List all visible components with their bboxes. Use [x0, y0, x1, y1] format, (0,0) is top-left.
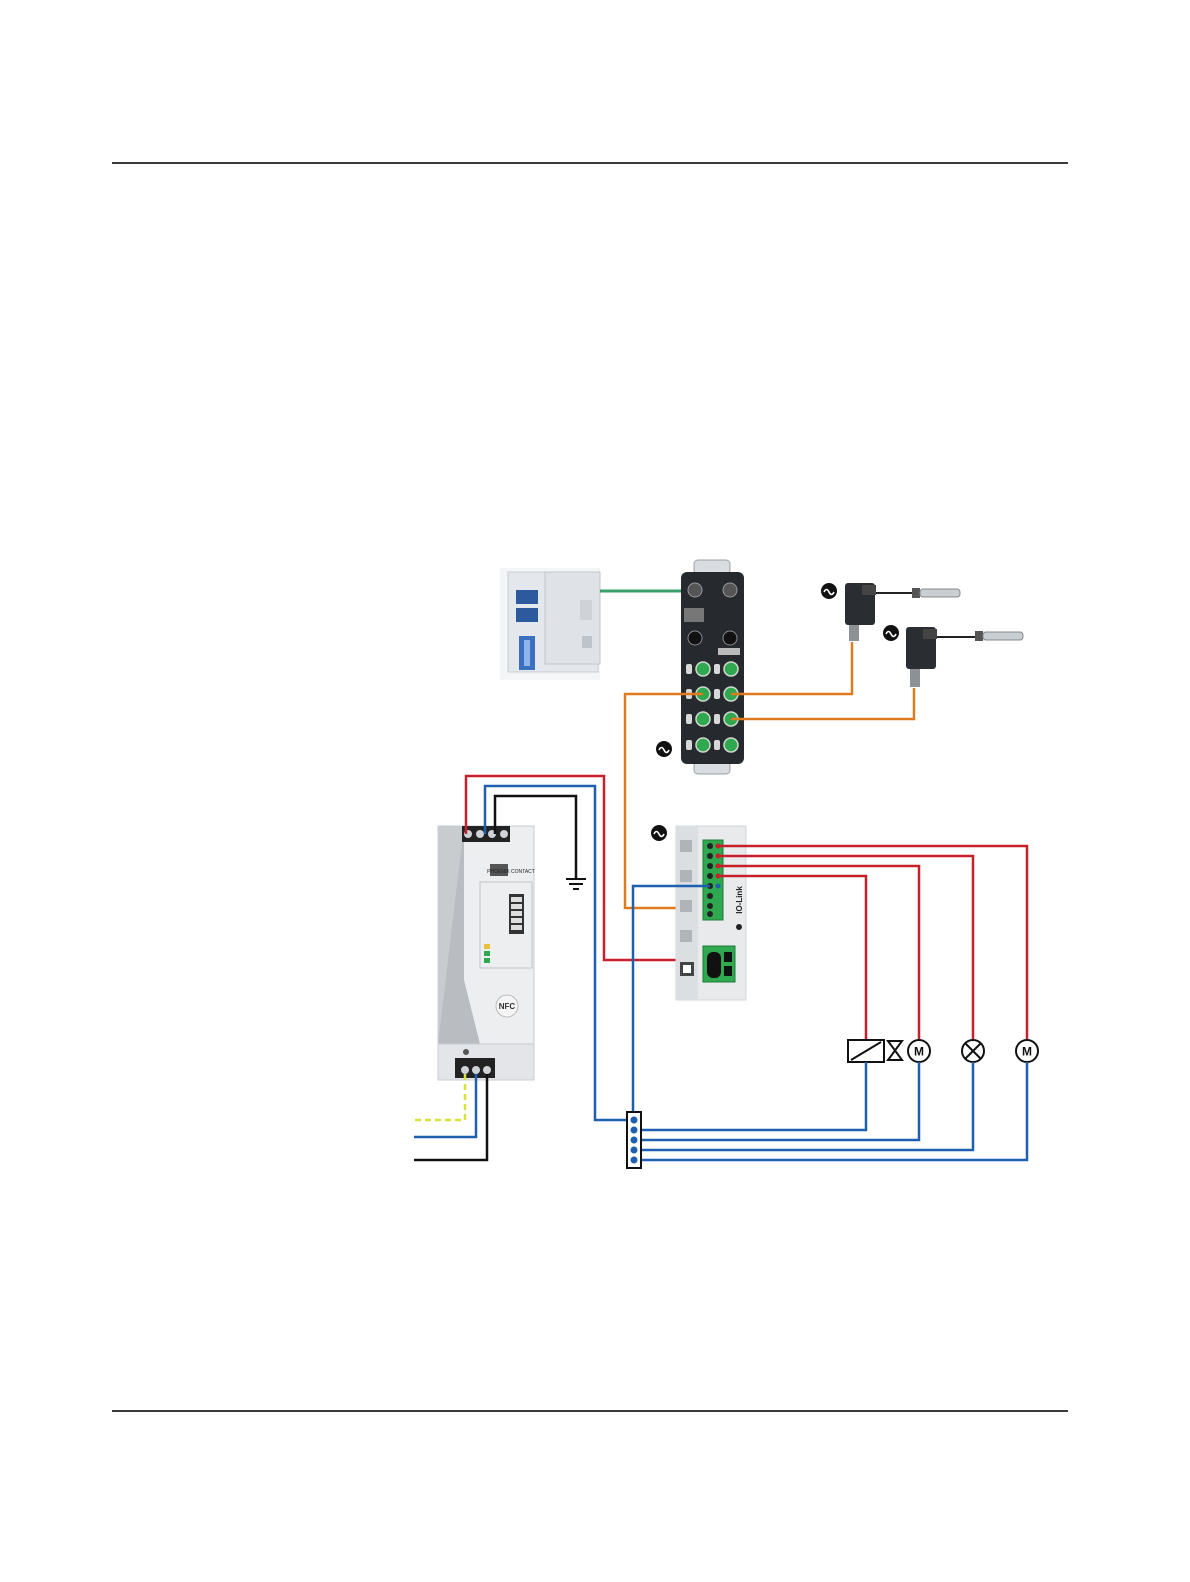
sensor-1 — [845, 583, 960, 641]
controller-device — [500, 568, 600, 680]
io-link-module-label: IO-Link — [735, 886, 744, 914]
return-wires — [633, 1062, 1027, 1160]
motor-1-label: M — [914, 1045, 924, 1059]
io-link-symbol-module — [651, 825, 667, 841]
io-link-symbol-sensor-2 — [883, 625, 899, 641]
io-link-cables — [625, 642, 914, 908]
motor-2-label: M — [1022, 1045, 1032, 1059]
power-supply-brand: PHOENIX CONTACT — [487, 869, 535, 875]
ground-symbol — [566, 879, 586, 889]
solenoid-valve-symbol — [848, 1040, 902, 1062]
nfc-label: NFC — [499, 1002, 516, 1011]
supply-cables — [414, 1074, 487, 1160]
io-link-symbol-sensor-1 — [821, 583, 837, 599]
terminal-block — [627, 1112, 641, 1168]
io-link-master — [681, 560, 744, 774]
power-supply — [438, 826, 534, 1080]
io-link-symbol-master — [656, 741, 672, 757]
sensor-2 — [906, 627, 1023, 687]
lamp-symbol — [962, 1040, 984, 1062]
